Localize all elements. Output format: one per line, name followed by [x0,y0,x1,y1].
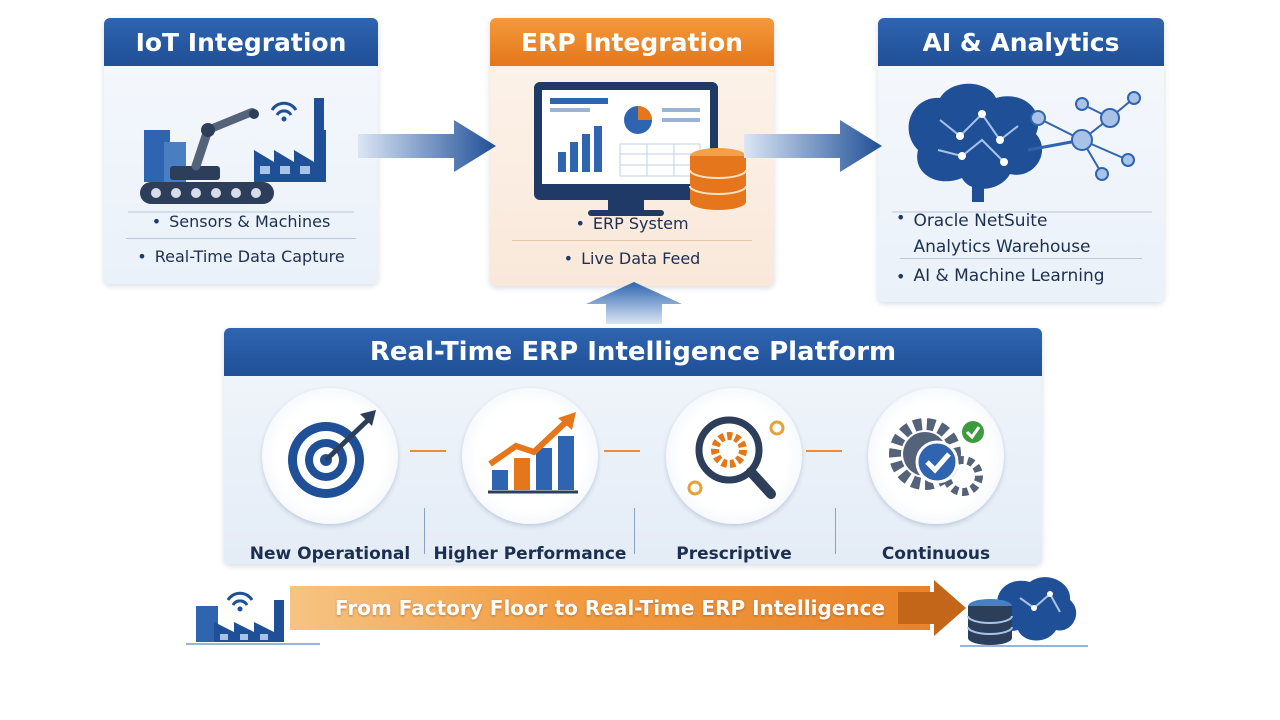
arrow-erp-to-ai-icon [744,120,882,172]
feature-divider [424,508,425,554]
banner-text: From Factory Floor to Real-Time ERP Inte… [334,596,886,620]
ai-bullet-netsuite: •Oracle NetSuite Analytics Warehouse [878,204,1164,258]
feature-label: Higher Performance Benchmarks [433,544,627,564]
factory-robot-icon [128,98,354,213]
iot-bullet-text: Real-Time Data Capture [154,246,345,266]
ai-analytics-card: AI & Analytics •Oracle NetSuite Analytic… [878,18,1164,302]
ai-bullet-text: Oracle NetSuite Analytics Warehouse [913,211,1091,257]
iot-bullet-sensors: •Sensors & Machines [151,211,331,231]
erp-card-title: ERP Integration [490,18,774,66]
banner-arrow-icon [898,580,966,636]
brain-network-icon [892,83,1152,213]
feature-continuous-improvement: Continuous Improvement [836,388,1036,564]
erp-bullet-system: •ERP System [575,213,689,233]
connector-line [604,450,640,452]
gears-check-icon [889,418,984,496]
database-brain-icon [960,577,1088,647]
erp-bullet-feed: •Live Data Feed [563,248,701,268]
erp-bullet-text: Live Data Feed [581,248,701,268]
platform-title: Real-Time ERP Intelligence Platform [224,328,1042,376]
feature-label: Continuous Improvement [881,544,991,564]
connector-line [410,450,446,452]
feature-divider [835,508,836,554]
iot-card-title: IoT Integration [104,18,378,66]
ai-bullet-text: AI & Machine Learning [913,266,1105,286]
intelligence-platform-panel: Real-Time ERP Intelligence Platform New … [224,328,1042,564]
iot-bullet-realtime: •Real-Time Data Capture [137,246,345,266]
factory-wifi-icon [186,591,320,645]
ai-card-title: AI & Analytics [878,18,1164,66]
iot-integration-card: IoT Integration •Sensors & Machines •R [104,18,378,284]
bar-chart-growth-icon [488,412,578,494]
target-icon [288,410,376,498]
arrow-iot-to-erp-icon [358,120,496,172]
feature-operational-metrics: New Operational Metrics [230,388,430,564]
magnifier-gear-icon [687,416,785,499]
feature-performance-benchmarks: Higher Performance Benchmarks [430,388,630,564]
erp-monitor-database-icon [534,82,747,216]
feature-divider [634,508,635,554]
iot-bullet-text: Sensors & Machines [169,211,331,231]
feature-prescriptive-insights: Prescriptive Insights [634,388,834,564]
factory-to-erp-banner: From Factory Floor to Real-Time ERP Inte… [290,586,930,630]
ai-bullet-ml: •AI & Machine Learning [896,266,1105,286]
connector-line [806,450,842,452]
feature-label: Prescriptive Insights [676,544,792,564]
feature-label: New Operational Metrics [249,544,411,564]
erp-integration-card: ERP Integration •ERP System •Live Data F… [490,18,774,286]
arrow-platform-to-erp-icon [586,282,682,324]
erp-bullet-text: ERP System [592,213,689,233]
